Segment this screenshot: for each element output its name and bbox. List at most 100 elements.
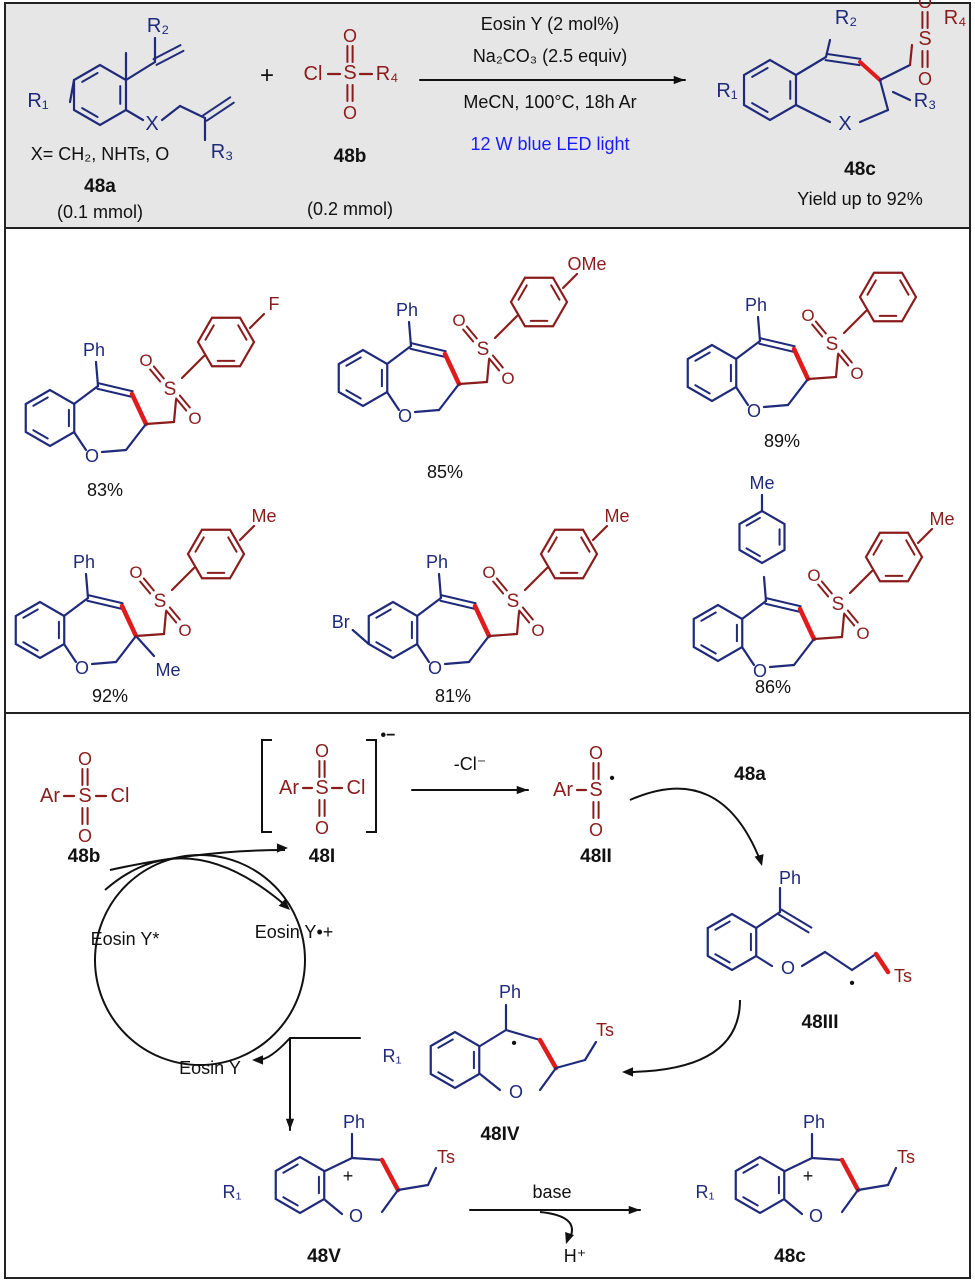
bond [478,1028,508,1048]
aromatic-bond [194,536,205,553]
sulfur-atom: S [78,785,91,807]
oxygen-atom: O [343,103,357,123]
bond [351,628,370,646]
bond [162,610,168,636]
bond [878,63,912,82]
bond [504,1028,542,1042]
double-bond [465,325,478,340]
double-bond [168,606,181,621]
benzene-ring [509,276,569,328]
aromatic-bond [905,539,916,556]
methyl-group: Me [749,473,774,493]
intermediate-48III-label: 48III [802,1012,839,1033]
aromatic-bond [22,641,39,652]
yield-label: 81% [435,686,471,706]
phenyl-group: Ph [396,300,418,320]
sulfur-atom: S [154,591,167,612]
new-bond [442,351,462,387]
bond [134,632,166,638]
bond [84,572,90,600]
bond [734,385,750,407]
reaction-condition: Eosin Y (2 mol%) [481,14,619,34]
aromatic-bond [700,644,717,655]
aromatic-bond [204,324,215,341]
double-bond [97,382,134,393]
new-bond [839,1157,861,1193]
bond [786,377,810,407]
benzene-ring [539,528,599,580]
r2-substituent: R₂ [147,15,169,37]
bond [554,1058,587,1070]
benzene-ring [858,271,918,323]
r4-substituent: R₄ [376,63,399,85]
double-bond [440,594,477,605]
oxygen-atom: O [807,566,820,585]
r4-substituent: R₄ [944,7,967,29]
aromatic-bond [32,396,49,407]
oxygen-atom: O [85,446,99,466]
double-bond [521,606,534,621]
aromatic-bond [872,539,883,556]
eosin-radical-cation: Eosin Y•+ [255,922,334,942]
double-bond [824,59,861,67]
double-bond [765,597,802,608]
double-bond [495,577,508,592]
aromatic-bond [375,641,392,652]
double-bond [491,354,504,369]
double-bond [142,577,155,592]
aromatic-bond [345,356,362,367]
sulfur-atom: S [477,339,490,360]
oxygen-atom: O [509,1082,523,1102]
double-bond [780,908,813,929]
double-bond [165,609,178,624]
proton-label: H⁺ [564,1246,587,1266]
double-bond [152,44,182,61]
bond [350,1156,384,1162]
radical-dot: • [511,1035,517,1052]
product-48c-label: 48c [774,1246,806,1267]
bond [385,344,413,366]
double-bond [820,580,833,595]
arrow-head [754,854,764,866]
reaction-condition: MeCN, 100°C, 18h Ar [463,92,636,112]
yield-label: 85% [427,462,463,482]
double-bond [759,337,796,348]
arrow-head [622,1067,634,1077]
aromatic-bond [580,536,591,553]
compound-48a-amount: (0.1 mmol) [57,202,143,222]
new-bond [791,346,811,382]
bond [407,320,413,348]
bond [467,634,491,664]
bond [583,1040,598,1062]
bond [783,1198,804,1216]
aromatic-bond [375,608,392,619]
arrow-head [628,1205,640,1215]
bond [487,632,519,638]
benzene-ring [196,316,256,368]
bond [100,448,128,454]
bond [415,642,431,664]
radical-addition-arrow [629,787,761,861]
double-bond [439,599,476,610]
oxygen-atom: O [589,743,603,763]
arrow-head [276,843,288,853]
bond [62,596,90,618]
double-bond [764,602,801,613]
bond [385,390,401,412]
oxygen-atom: O [781,958,795,978]
bond [848,569,874,595]
oxygen-atom: O [856,624,869,643]
bond [144,420,176,426]
oxygen-atom: O [501,369,514,388]
electron-transfer-arrow [109,849,286,871]
double-bond [825,52,862,60]
bracket-left [261,739,272,833]
chlorine-atom: Cl [111,785,130,807]
oxygen-atom: O [398,406,412,426]
bond [443,660,471,666]
bond [794,55,828,77]
bond [160,104,182,122]
oxygen-atom: O [139,351,152,370]
aryl-group: Ar [40,785,60,807]
bond [413,408,441,414]
